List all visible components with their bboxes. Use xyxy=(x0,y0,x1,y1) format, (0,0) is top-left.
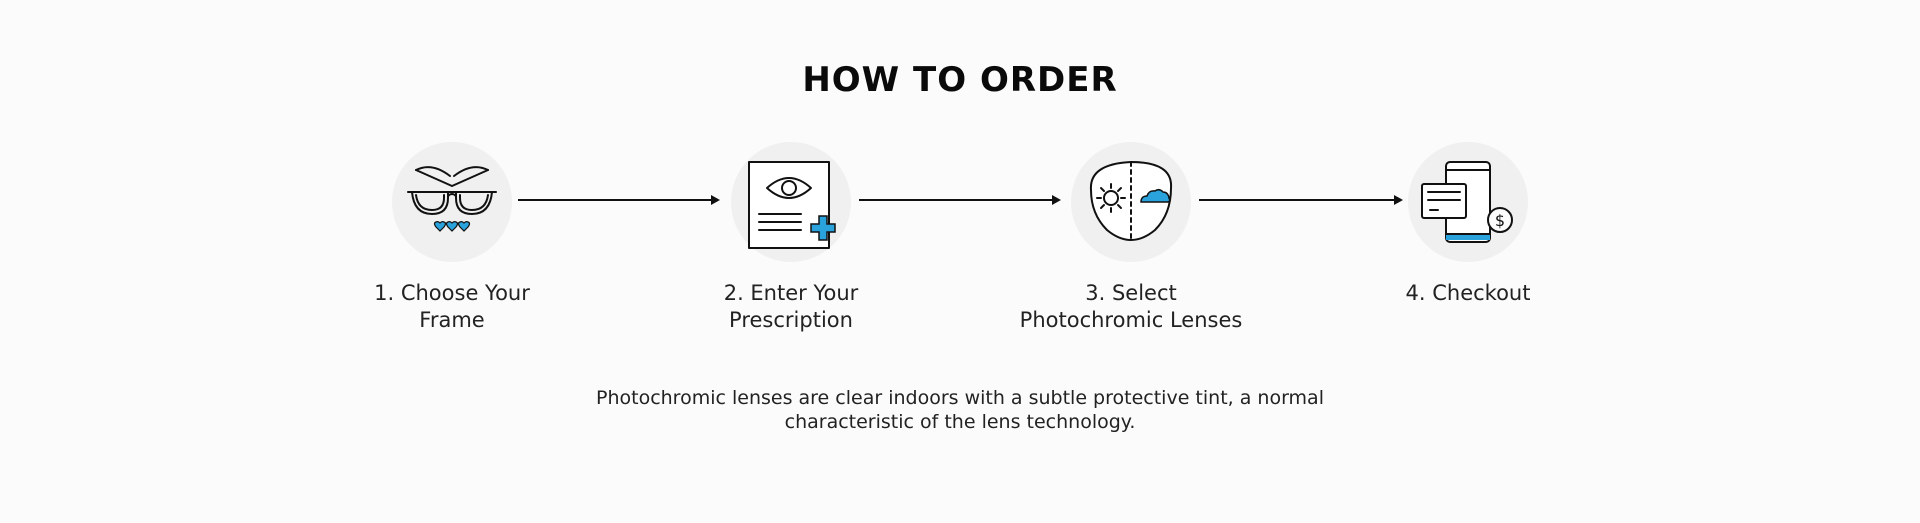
svg-text:$: $ xyxy=(1495,211,1505,230)
step-label-line1: 2. Enter Your xyxy=(723,281,859,305)
photochromic-lens-icon xyxy=(1089,161,1173,241)
step-choose-frame: 1. Choose Your Frame xyxy=(282,142,622,334)
step-icon-circle xyxy=(731,142,851,262)
step-label-line2: Photochromic Lenses xyxy=(1019,308,1243,332)
step-arrow xyxy=(859,195,1061,205)
step-checkout: $ 4. Checkout xyxy=(1298,142,1638,307)
step-label-line1: 4. Checkout xyxy=(1405,281,1531,305)
step-label: 2. Enter Your Prescription xyxy=(621,280,961,334)
step-label-line2: Prescription xyxy=(729,308,853,332)
step-icon-circle xyxy=(392,142,512,262)
step-enter-prescription: 2. Enter Your Prescription xyxy=(621,142,961,334)
photochromic-note: Photochromic lenses are clear indoors wi… xyxy=(0,386,1920,434)
step-icon-circle xyxy=(1071,142,1191,262)
step-icon-circle: $ xyxy=(1408,142,1528,262)
step-label: 3. Select Photochromic Lenses xyxy=(961,280,1301,334)
step-select-lenses: 3. Select Photochromic Lenses xyxy=(961,142,1301,334)
step-label-line1: 3. Select xyxy=(1085,281,1177,305)
step-label: 4. Checkout xyxy=(1298,280,1638,307)
step-label-line2: Frame xyxy=(419,308,485,332)
step-arrow xyxy=(518,195,720,205)
note-line2: characteristic of the lens technology. xyxy=(784,411,1136,433)
page-title: HOW TO ORDER xyxy=(802,60,1118,100)
step-label: 1. Choose Your Frame xyxy=(282,280,622,334)
note-line1: Photochromic lenses are clear indoors wi… xyxy=(596,387,1324,409)
prescription-document-icon xyxy=(748,161,836,249)
phone-payment-icon: $ xyxy=(1421,161,1513,243)
step-label-line1: 1. Choose Your xyxy=(374,281,530,305)
glasses-hearts-icon xyxy=(407,166,497,232)
step-arrow xyxy=(1199,195,1403,205)
